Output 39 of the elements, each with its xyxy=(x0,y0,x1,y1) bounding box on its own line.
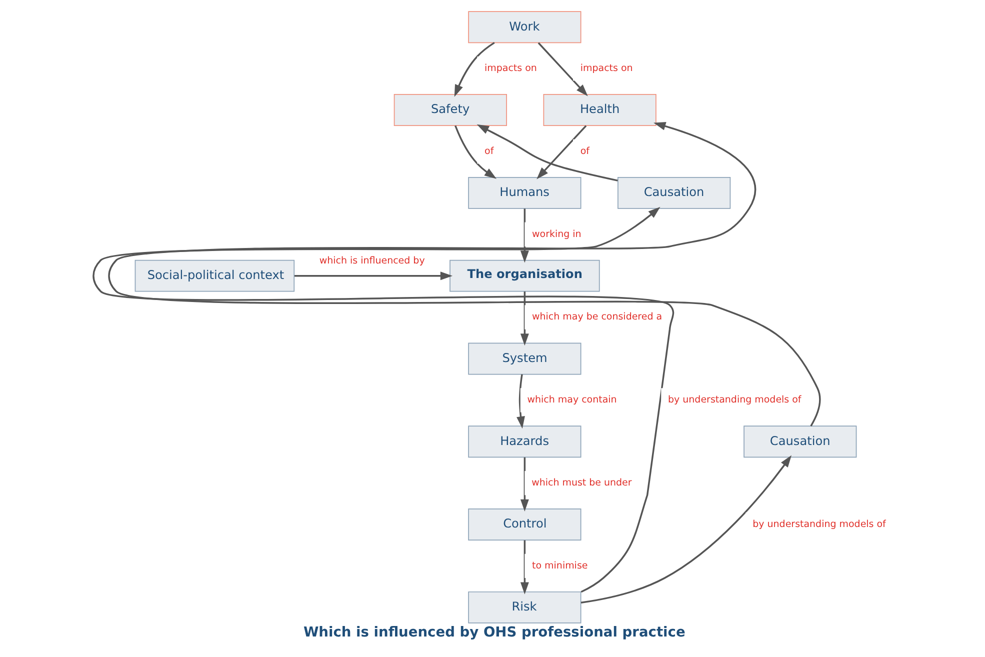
node-box: The organisation xyxy=(449,260,600,292)
node-box: Causation xyxy=(617,176,730,209)
node-box: Causation xyxy=(743,426,856,458)
arrow xyxy=(537,42,588,96)
edge-label: impacts on xyxy=(580,62,632,74)
arrow xyxy=(520,540,528,594)
edge-label: which is influenced by xyxy=(318,256,424,267)
edge-label: impacts on xyxy=(484,62,536,74)
arrow xyxy=(108,122,820,426)
arrow xyxy=(92,206,672,593)
node-box: System xyxy=(468,342,581,375)
edge-label: by understanding models of xyxy=(752,518,886,530)
arrow xyxy=(520,292,528,346)
node-box: Health xyxy=(542,94,656,126)
node-box: Hazards xyxy=(468,426,581,458)
edge-label: which may be considered a xyxy=(532,312,662,323)
arrow xyxy=(580,455,792,604)
node-box: Social-political context xyxy=(134,260,294,292)
node-box: Risk xyxy=(468,591,581,624)
node-box: Safety xyxy=(393,94,506,126)
arrow xyxy=(454,125,496,179)
node-box: Control xyxy=(468,508,581,540)
edge-label: to minimise xyxy=(532,560,588,572)
edge-label: by understanding models of xyxy=(668,394,801,406)
edge-label: of xyxy=(484,146,494,157)
edge-label: which may contain xyxy=(526,394,616,406)
edge-label: which must be under xyxy=(531,477,632,488)
edge-label: working in xyxy=(532,228,581,240)
caption: Which is influenced by OHS professional practice xyxy=(302,624,685,641)
arrow xyxy=(520,208,528,263)
arrow xyxy=(536,125,586,180)
arrow xyxy=(454,42,494,97)
arrow xyxy=(516,374,524,429)
node-box: Humans xyxy=(468,176,581,209)
arrow xyxy=(520,457,528,512)
edge-label: of xyxy=(580,146,590,157)
node-box: Work xyxy=(468,11,581,44)
arrow xyxy=(294,272,452,280)
arrow xyxy=(476,124,618,182)
